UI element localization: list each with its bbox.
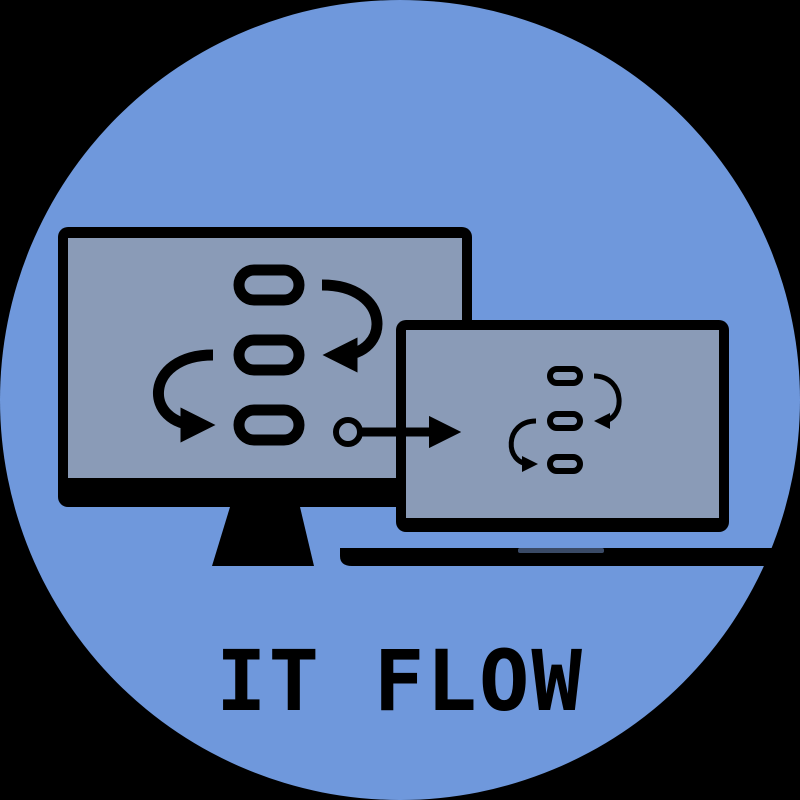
flowchart-cycle-icon [153,264,383,446]
laptop-notch [518,548,604,553]
flow-node [233,264,305,306]
laptop-base [340,548,782,566]
flow-arrow-left [508,418,538,472]
flow-arrow-right [321,279,383,373]
flow-node [547,454,583,474]
connector-dot [333,417,363,447]
flow-node [547,411,583,431]
laptop-icon [340,320,782,566]
flow-node [233,334,305,376]
laptop-screen [406,330,719,518]
flow-node [233,404,305,446]
brand-wordmark: IT FLOW [216,632,584,730]
flow-arrow-left [153,349,216,443]
desktop-stand [212,507,314,566]
transfer-arrow-icon [333,415,462,449]
flow-node [547,366,583,386]
flow-arrow-right [593,373,622,429]
laptop-flowchart-icon [508,366,622,474]
